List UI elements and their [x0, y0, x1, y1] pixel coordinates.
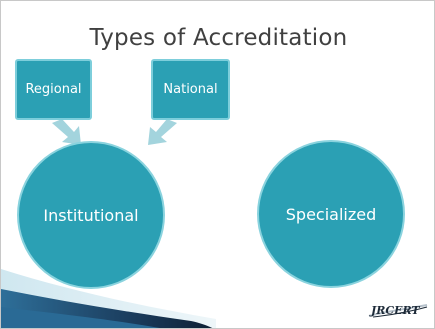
arrow-national-to-institutional [148, 119, 177, 145]
specialized-label: Specialized [285, 204, 377, 224]
institutional-circle: Institutional [17, 141, 165, 289]
regional-box: Regional [15, 59, 92, 120]
arrow-regional-to-institutional [52, 119, 81, 145]
jrcert-logo: JRCERT [368, 304, 428, 318]
slide-title: Types of Accreditation [89, 25, 348, 51]
institutional-label: Institutional [43, 205, 139, 225]
national-label: National [163, 82, 218, 97]
regional-label: Regional [25, 82, 82, 97]
national-box: National [151, 59, 230, 120]
svg-text:JRCERT: JRCERT [369, 304, 420, 317]
specialized-circle: Specialized [257, 140, 405, 288]
